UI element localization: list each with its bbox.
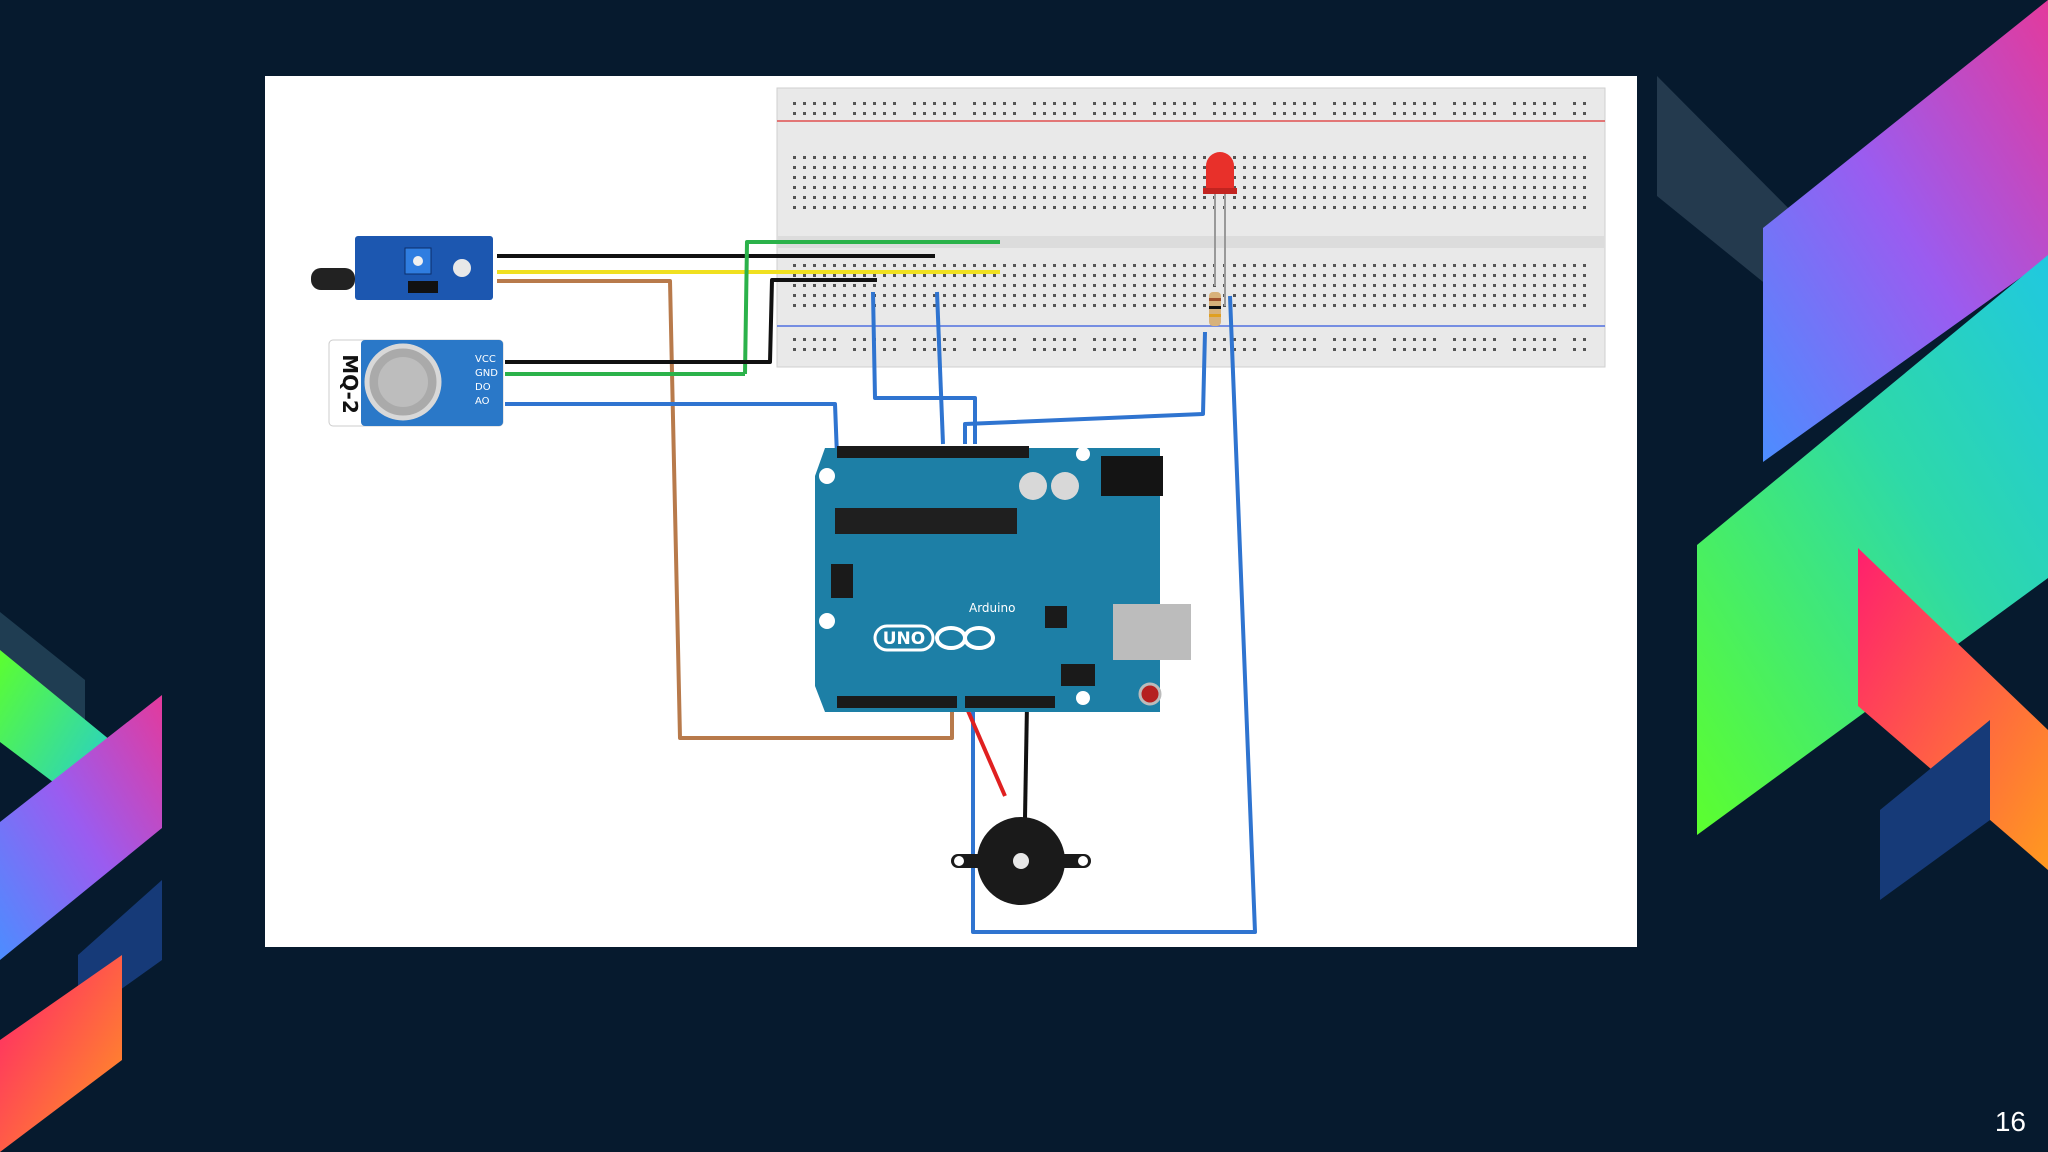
arduino-logo-icon <box>935 626 995 650</box>
deco-shape-left-pink-blue <box>0 695 162 960</box>
gas-pin-gnd: GND <box>475 368 498 379</box>
wire-green-top <box>743 240 1000 375</box>
wire-black-buzzer <box>1023 703 1029 819</box>
resistor <box>1209 292 1221 326</box>
buzzer <box>951 817 1091 905</box>
wires <box>497 240 1257 934</box>
led <box>1203 152 1237 306</box>
deco-shape-navy <box>1880 720 1990 900</box>
wire-blue-bb-2 <box>935 291 945 445</box>
board-brand-label: Arduino <box>969 601 1015 615</box>
board-model-label: UNO <box>883 629 925 649</box>
breadboard-holes <box>793 102 1586 351</box>
page-number: 16 <box>1994 1106 2026 1137</box>
wire-blue-led <box>963 331 1207 444</box>
wire-black-gas <box>505 278 877 364</box>
deco-shape-left-red-orange <box>0 955 122 1152</box>
gas-pin-vcc: VCC <box>475 354 496 365</box>
deco-shape-pink-blue <box>1763 0 2048 462</box>
deco-shape-red-orange <box>1858 548 2048 870</box>
gas-pin-do: DO <box>475 382 491 393</box>
gas-pin-ao: AO <box>475 396 490 407</box>
arduino-board: Arduino UNO <box>815 446 1191 712</box>
flame-sensor <box>311 236 493 300</box>
wire-blue-bb-1 <box>871 291 977 444</box>
wire-red-buzzer <box>963 703 1007 797</box>
gas-sensor: MQ-2 VCC GND DO AO <box>328 339 504 427</box>
gas-sensor-label: MQ-2 <box>338 354 362 414</box>
circuit-svg: MQ-2 VCC GND DO AO <box>311 87 1606 934</box>
wire-blue-gas <box>505 402 839 457</box>
wire-blue-gnd-loop <box>971 295 1257 934</box>
circuit-diagram: MQ-2 VCC GND DO AO <box>265 76 1637 947</box>
wire-brown-flame <box>497 279 954 740</box>
deco-shape-green-cyan <box>1697 255 2048 835</box>
breadboard <box>776 87 1606 368</box>
